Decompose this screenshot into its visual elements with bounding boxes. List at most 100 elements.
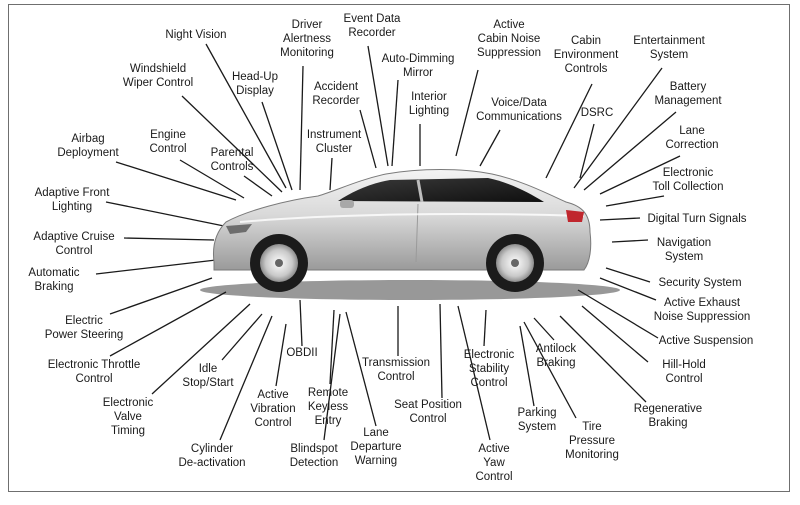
connector-adaptive-front-lighting [105, 201, 225, 227]
label-line: Adaptive Front [35, 187, 111, 199]
label-line: Vibration [250, 403, 295, 415]
label-line: Entry [315, 415, 342, 427]
label-line: Interior [411, 91, 447, 103]
label-active-suspension: Active Suspension [659, 335, 754, 347]
label-line: Night Vision [165, 29, 226, 41]
label-line: Suppression [477, 47, 541, 59]
label-line: Detection [290, 457, 339, 469]
label-line: Keyless [308, 401, 349, 413]
label-line: Alertness [283, 33, 331, 45]
label-line: Braking [35, 281, 74, 293]
label-line: Cabin [571, 35, 601, 47]
connector-lines [95, 43, 681, 441]
label-night-vision: Night Vision [165, 29, 226, 41]
label-line: Tire [582, 421, 601, 433]
label-digital-turn-signals: Digital Turn Signals [647, 213, 746, 225]
label-line: Braking [649, 417, 688, 429]
connector-electronic-throttle-control [109, 291, 227, 357]
connector-windshield-wiper-control [181, 95, 283, 193]
label-line: Monitoring [565, 449, 619, 461]
label-line: Cabin Noise [478, 33, 541, 45]
connector-event-data-recorder [367, 45, 389, 167]
label-line: Lighting [52, 201, 92, 213]
label-line: Digital Turn Signals [647, 213, 746, 225]
label-line: Pressure [569, 435, 615, 447]
label-line: Head-Up [232, 71, 278, 83]
label-line: Control [409, 413, 446, 425]
connector-lane-correction [599, 155, 681, 195]
diagram-frame [8, 4, 790, 492]
connector-obdii [299, 299, 303, 347]
connector-navigation-system [611, 239, 649, 243]
label-line: Electronic Throttle [48, 359, 140, 371]
label-line: Automatic [28, 267, 79, 279]
connector-driver-alertness-monitoring [299, 65, 304, 191]
label-line: Security System [658, 277, 741, 289]
label-line: Hill-Hold [662, 359, 705, 371]
connector-hill-hold-control [581, 305, 649, 363]
label-line: Driver [292, 19, 323, 31]
label-line: Stop/Start [182, 377, 234, 389]
label-line: Control [149, 143, 186, 155]
connector-active-vibration-control [275, 323, 287, 387]
label-line: Battery [670, 81, 707, 93]
connector-instrument-cluster [329, 157, 333, 191]
label-line: Display [236, 85, 274, 97]
label-line: Regenerative [634, 403, 702, 415]
label-line: Electronic [464, 349, 515, 361]
label-line: System [518, 421, 556, 433]
label-line: Wiper Control [123, 77, 193, 89]
label-line: Mirror [403, 67, 433, 79]
label-line: Lane [363, 427, 389, 439]
label-line: Airbag [71, 133, 104, 145]
connector-digital-turn-signals [599, 217, 641, 221]
label-line: System [665, 251, 703, 263]
label-line: Deployment [57, 147, 119, 159]
label-line: Departure [350, 441, 401, 453]
car-taillight [566, 210, 584, 222]
label-line: Transmission [362, 357, 430, 369]
connector-auto-dimming-mirror [391, 79, 399, 167]
label-line: Warning [355, 455, 397, 467]
label-line: System [650, 49, 688, 61]
label-line: Control [377, 371, 414, 383]
label-line: Toll Collection [653, 181, 724, 193]
label-line: De-activation [178, 457, 245, 469]
label-line: Monitoring [280, 47, 334, 59]
car-headlight [226, 224, 252, 234]
label-line: Accident [314, 81, 359, 93]
connector-parental-controls [243, 175, 273, 197]
connector-active-suspension [577, 289, 659, 339]
connector-tire-pressure-monitoring [523, 321, 577, 419]
label-line: Noise Suppression [654, 311, 751, 323]
car-windows [338, 178, 544, 202]
connector-active-yaw-control [457, 305, 491, 441]
car-mirror [340, 200, 354, 208]
connector-adaptive-cruise-control [123, 237, 215, 241]
label-line: Control [254, 417, 291, 429]
connector-voice-data-communications [479, 129, 501, 167]
label-line: Lane [679, 125, 705, 137]
connector-blindspot-detection [323, 313, 341, 441]
